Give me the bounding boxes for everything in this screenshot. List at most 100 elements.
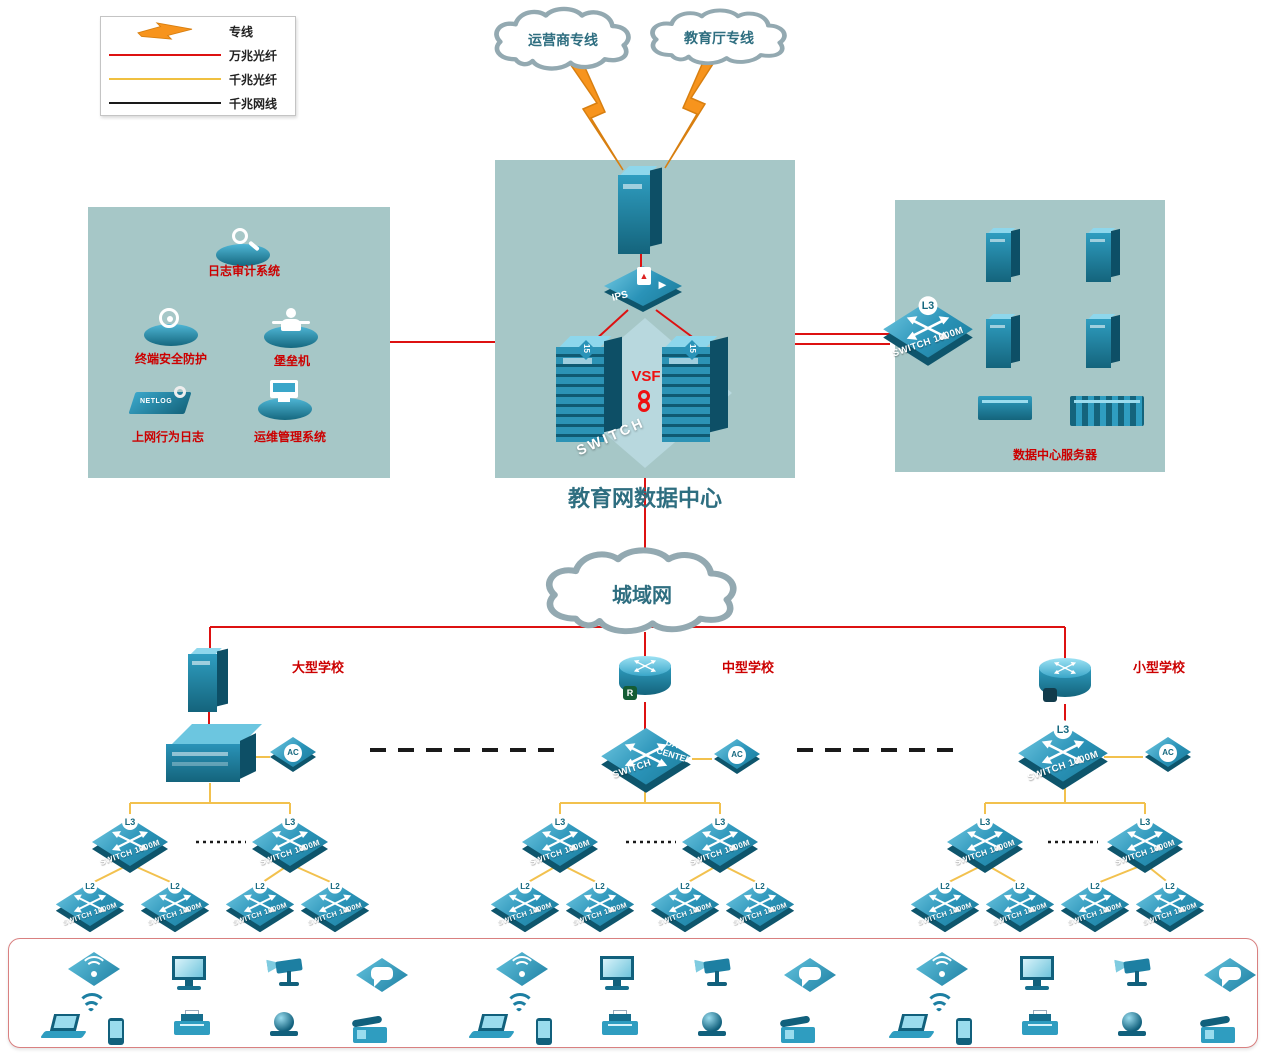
desktop-computer-icon <box>1020 956 1060 992</box>
laptop-icon <box>40 1014 87 1042</box>
chat-icon <box>356 958 408 992</box>
telephone-icon <box>1198 1015 1238 1046</box>
terminal-security-label: 终端安全防护 <box>134 352 207 366</box>
router-arrows-icon <box>1053 661 1077 675</box>
router-badge: R <box>623 686 637 700</box>
printer-icon <box>172 1010 212 1038</box>
large-school-server <box>188 648 230 712</box>
ips-device: IPS <box>604 266 682 314</box>
legend-row-10g: 万兆光纤 <box>101 43 295 67</box>
medium-school-core-switch: SWITCH DATA CENTER <box>601 727 693 794</box>
wifi-signal-icon <box>74 992 110 1022</box>
small-school-router <box>1039 658 1091 704</box>
core-switch-server-1 <box>556 336 624 442</box>
wireless-ap-icon <box>68 952 120 986</box>
surveillance-camera-icon <box>1114 954 1158 990</box>
school-name: 小型学校 <box>1133 660 1186 675</box>
rack-device <box>1070 396 1144 426</box>
rack-device <box>978 396 1032 420</box>
core-firewall-tower <box>618 166 664 254</box>
large-school-firewall <box>166 724 262 784</box>
chat-icon <box>784 958 836 992</box>
ac-controller: AC <box>270 737 316 775</box>
school-name: 大型学校 <box>292 660 345 675</box>
core-switch-server-2 <box>662 336 730 442</box>
server-zone-l3-switch: L3 SWITCH 1000M <box>883 296 973 367</box>
cloud-man: 城域网 <box>536 545 748 640</box>
surveillance-camera-icon <box>266 954 310 990</box>
datacenter-server <box>986 314 1022 368</box>
legend-row-1g-fiber: 千兆光纤 <box>101 67 295 91</box>
l3-badge: L3 <box>1053 720 1073 740</box>
black-line-icon <box>109 102 221 104</box>
router-arrows-icon <box>633 659 657 673</box>
datacenter-server <box>1086 228 1122 282</box>
school-name: 中型学校 <box>722 660 775 675</box>
surveillance-camera-icon <box>694 954 738 990</box>
endpoint-group <box>40 946 440 1046</box>
datacenter-server <box>1086 314 1122 368</box>
datacenter-title: 教育网数据中心 <box>567 486 722 511</box>
laptop-icon <box>888 1014 935 1042</box>
endpoint-group <box>468 946 868 1046</box>
wifi-signal-icon <box>502 992 538 1022</box>
desktop-computer-icon <box>600 956 640 992</box>
ops-management-label: 运维管理系统 <box>253 430 326 444</box>
netlog-label: 上网行为日志 <box>131 430 204 444</box>
medium-school-router: R <box>619 656 671 702</box>
telephone-icon <box>778 1015 818 1046</box>
ops-management-icon <box>256 380 314 420</box>
server-tag: 15 <box>682 340 702 360</box>
l3-badge: L3 <box>918 296 938 316</box>
cloud-man-label: 城域网 <box>612 585 672 607</box>
wifi-signal-icon <box>922 992 958 1022</box>
legend-label: 万兆光纤 <box>229 48 278 63</box>
dome-camera-icon <box>268 1012 300 1038</box>
desktop-computer-icon <box>172 956 212 992</box>
lightning-icon <box>137 22 193 40</box>
vsf-label: VSF <box>631 368 661 385</box>
smartphone-icon <box>108 1018 124 1045</box>
red-line-icon <box>109 54 221 56</box>
legend-row-dedicated: 专线 <box>101 19 295 43</box>
server-zone-label: 数据中心服务器 <box>1012 448 1097 462</box>
cloud-edu: 教育厅专线 <box>643 7 795 69</box>
yellow-line-icon <box>109 78 221 80</box>
cloud-isp-label: 运营商专线 <box>528 32 598 48</box>
smartphone-icon <box>536 1018 552 1045</box>
chat-icon <box>1204 958 1256 992</box>
bastion-host-label: 堡垒机 <box>273 354 310 368</box>
netlog-icon: NETLOG <box>128 384 192 424</box>
up-arrow-icon <box>637 267 651 285</box>
legend-label: 千兆网线 <box>229 96 278 111</box>
server-tag: 15 <box>576 340 596 360</box>
wireless-ap-icon <box>916 952 968 986</box>
dome-camera-icon <box>696 1012 728 1038</box>
terminal-security-icon <box>142 306 200 346</box>
right-arrow-icon <box>656 277 669 292</box>
datacenter-server <box>986 228 1022 282</box>
cloud-edu-label: 教育厅专线 <box>684 30 754 46</box>
router-badge <box>1043 688 1057 702</box>
small-school-core-switch: L3 SWITCH 1000M <box>1018 720 1108 791</box>
vsf-link-icon <box>638 400 650 412</box>
log-audit-label: 日志审计系统 <box>207 264 280 278</box>
legend: 专线 万兆光纤 千兆光纤 千兆网线 <box>100 16 296 116</box>
